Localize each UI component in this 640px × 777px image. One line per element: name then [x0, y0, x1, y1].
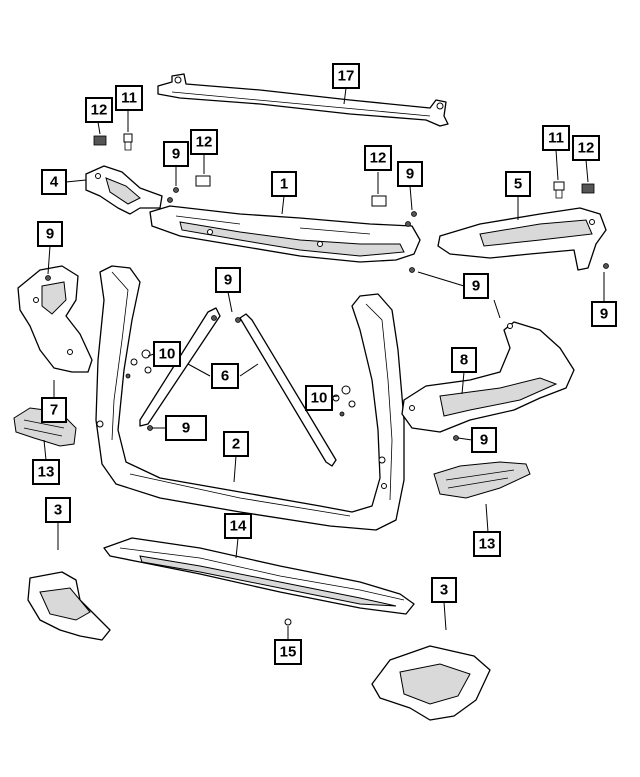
callout-9-center-right: 9 — [397, 161, 423, 187]
left-splash-shield-part — [27, 571, 111, 641]
callout-9-lower-left-label: 9 — [182, 420, 190, 437]
callout-1: 1 — [271, 171, 297, 197]
callout-9-right-lower: 9 — [471, 427, 497, 453]
callout-9-center-left-label: 9 — [172, 146, 180, 163]
callout-8: 8 — [451, 347, 477, 373]
callout-11-right: 11 — [542, 125, 570, 151]
callout-13-right: 13 — [473, 531, 501, 557]
callout-12-center-right-label: 12 — [370, 150, 387, 167]
callout-15: 15 — [274, 639, 302, 665]
fasteners-group — [45, 133, 609, 626]
callout-11-left: 11 — [115, 85, 143, 111]
callout-9-right-middle: 9 — [463, 273, 489, 299]
callout-11-right-label: 11 — [548, 130, 564, 147]
callout-9-rods: 9 — [215, 267, 241, 293]
callout-17-label: 17 — [338, 68, 355, 85]
callout-12-left-label: 12 — [91, 102, 108, 119]
callout-3-right-label: 3 — [440, 582, 448, 599]
callout-7-label: 7 — [50, 402, 58, 419]
callout-4: 4 — [41, 169, 67, 195]
callout-10-left-label: 10 — [159, 346, 176, 363]
callout-5: 5 — [505, 171, 531, 197]
callout-9-rods-label: 9 — [224, 272, 232, 289]
callout-9-far-right-label: 9 — [600, 306, 608, 323]
upper-tie-bar-part — [157, 73, 449, 127]
callout-13-left-label: 13 — [38, 464, 55, 481]
callout-12-center: 12 — [190, 129, 218, 155]
right-side-bracket-part — [401, 321, 575, 433]
callout-10-right-label: 10 — [311, 390, 328, 407]
callout-15-label: 15 — [280, 644, 297, 661]
callout-12-right: 12 — [572, 135, 600, 161]
callout-9-right-lower-label: 9 — [480, 432, 488, 449]
callout-12-center-right: 12 — [364, 145, 392, 171]
callout-12-right-label: 12 — [578, 140, 595, 157]
callout-12-center-label: 12 — [196, 134, 213, 151]
callout-12-left: 12 — [85, 97, 113, 123]
callout-9-right-middle-label: 9 — [472, 278, 480, 295]
callout-4-label: 4 — [50, 174, 59, 191]
callout-10-right: 10 — [305, 385, 333, 411]
callout-11-left-label: 11 — [121, 90, 137, 107]
right-lower-pad-part — [433, 461, 531, 499]
callout-5-label: 5 — [514, 176, 522, 193]
upper-crossmember-part — [149, 205, 421, 263]
leader-lines — [43, 87, 605, 640]
radiator-support-frame-part — [95, 265, 405, 531]
callout-9-center-left: 9 — [163, 141, 189, 167]
left-upper-bracket-part — [85, 165, 163, 215]
callout-14-label: 14 — [230, 518, 247, 535]
callout-3-left-label: 3 — [54, 502, 62, 519]
callout-2: 2 — [223, 431, 249, 457]
callout-10-left: 10 — [153, 341, 181, 367]
callout-6-label: 6 — [221, 368, 229, 385]
lower-air-deflector-part — [103, 537, 415, 615]
callout-9-lower-left: 9 — [165, 415, 207, 441]
callout-14: 14 — [224, 513, 252, 539]
callout-7: 7 — [41, 397, 67, 423]
callout-1-label: 1 — [280, 176, 288, 193]
right-splash-shield-part — [371, 645, 491, 721]
callout-9-center-right-label: 9 — [406, 166, 414, 183]
callout-3-left: 3 — [45, 497, 71, 523]
callout-8-label: 8 — [460, 352, 468, 369]
callout-9-far-right: 9 — [591, 301, 617, 327]
callout-3-right: 3 — [431, 577, 457, 603]
callout-17: 17 — [332, 63, 360, 89]
callout-13-left: 13 — [32, 459, 60, 485]
right-upper-bracket-part — [437, 207, 607, 271]
callout-9-left: 9 — [37, 221, 63, 247]
left-side-bracket-part — [17, 265, 93, 373]
callout-2-label: 2 — [232, 436, 240, 453]
callout-9-left-label: 9 — [46, 226, 54, 243]
callout-13-right-label: 13 — [479, 536, 496, 553]
callout-6: 6 — [211, 363, 239, 389]
